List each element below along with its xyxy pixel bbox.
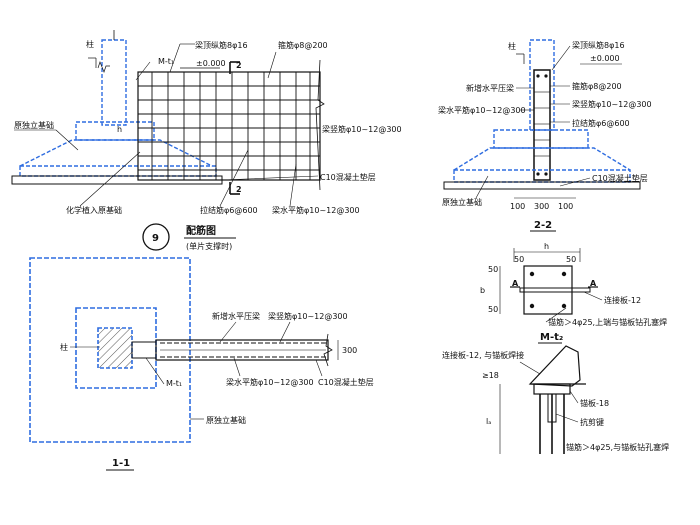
footing-slope [19,139,213,167]
elev-mt1-label: M-t₁ [158,57,174,66]
s22-horiz-rebar-label: 梁水平筋φ10~12@300 [438,105,526,115]
s11-zhu-label: 柱 [60,342,68,352]
s11-mt1-label: M-t₁ [166,379,182,388]
plate-dim-50-r: 50 [566,255,576,264]
s22-level-label: ±0.000 [590,54,620,63]
column-outline [101,39,127,126]
s22-stirrup-label: 箍筋φ8@200 [572,81,622,91]
elevation-drawing: 柱 h [11,30,402,215]
anchor-plate [523,265,573,315]
s22-orig-footing-label: 原独立基础 [442,197,482,207]
s11-orig-footing-label: 原独立基础 [206,415,246,425]
footing-base [19,165,217,177]
s22-label: 2-2 [534,220,552,231]
beam-rebar-cage [137,59,325,191]
s11-new-beam-label: 新增水平压梁 [212,311,260,321]
anchor-dim-ge18: ≥18 [482,371,499,380]
connection-plate [519,287,591,293]
plan-beam [155,333,333,367]
elev-orig-footing-label: 原独立基础 [14,120,54,130]
anchor-rebar-label: 锚筋＞4φ25,与锚板钻孔塞焊 [566,442,669,452]
plate-dim-50-b: 50 [488,305,498,314]
plate-dim-50-t: 50 [488,265,498,274]
s22-vert-rebar-label: 梁竖筋φ10~12@300 [572,99,652,109]
shear-key [547,393,557,423]
anchor-dim-la: lₐ [486,417,491,426]
elev-vert-rebar-label: 梁竖筋φ10~12@300 [322,124,402,134]
plate-detail: h 50 50 b 50 50 A A 连接板-12 锚筋＞4φ25,上端与锚板… [480,242,667,344]
plate-mt2-label: M-t₂ [540,332,563,343]
section-1-1: 300 柱 M-t₁ 新增水平压梁 梁竖筋φ10~12@300 梁水平筋φ10~… [29,257,374,471]
s22-new-beam-label: 新增水平压梁 [466,83,514,93]
s22-c10-label: C10混凝土垫层 [592,173,648,183]
angled-connection-plate [528,345,581,387]
elev-horiz-rebar-label: 梁水平筋φ10~12@300 [272,205,360,215]
plate-dim-50-l: 50 [514,255,524,264]
s22-zhu-label: 柱 [508,41,516,51]
plate-sec-a-right: A [590,279,597,288]
anchor-conn-label: 连接板-12, 与锚板焊接 [442,350,524,360]
s22-dim-mid: 300 [534,202,549,211]
title-circle [142,223,170,251]
elev-tie-label: 拉结筋φ6@600 [200,205,258,215]
elev-level-label: ±0.000 [196,59,226,68]
s22-top-rebar-label: 梁顶纵筋8φ16 [572,40,625,50]
plate-dim-h: h [544,242,549,251]
elev-c10-label: C10混凝土垫层 [320,172,376,182]
title-subtitle: (单片支撑时) [186,241,232,251]
elev-h-label: h [117,125,122,134]
elev-chem-anchor-label: 化学植入原基础 [66,205,122,215]
elev-zhu-label: 柱 [86,39,94,49]
plan-column [97,327,133,369]
elev-top-rebar-label: 梁顶纵筋8φ16 [195,40,248,50]
anchor-detail: ≥18 lₐ 连接板-12, 与锚板焊接 锚板-18 抗剪键 锚筋＞4φ25,与… [442,345,669,454]
footing-top-tier [75,121,155,141]
section-2-2: 柱 梁顶纵筋8φ16 ±0.000 新增水平压梁 箍筋φ8@200 梁水平筋φ1… [438,39,652,232]
plate-sec-a-left: A [512,279,519,288]
elev-cut2-top: 2 [236,61,242,70]
s11-label: 1-1 [112,458,130,469]
s11-horiz-rebar-label: 梁水平筋φ10~12@300 [226,377,314,387]
plate-conn-label: 连接板-12 [604,295,641,305]
s22-dim-left: 100 [510,202,525,211]
plate-dim-b: b [480,286,485,295]
s11-c10-label: C10混凝土垫层 [318,377,374,387]
s11-dim-300: 300 [342,346,357,355]
plan-plate [131,341,157,359]
title-number: 9 [152,233,159,244]
plate-anchor-rebar-label: 锚筋＞4φ25,上端与锚板钻孔塞焊 [548,317,667,327]
s11-vert-rebar-label: 梁竖筋φ10~12@300 [268,311,348,321]
anchor-plate-label: 锚板-18 [580,398,609,408]
s22-tie-label: 拉结筋φ6@600 [572,118,630,128]
title-block: 9 配筋图 (单片支撑时) [142,223,236,251]
elev-stirrup-label: 箍筋φ8@200 [278,40,328,50]
anchor-shear-key-label: 抗剪键 [580,417,604,427]
elev-cut2-bottom: 2 [236,185,242,194]
title-text: 配筋图 [186,224,216,237]
s22-dim-right: 100 [558,202,573,211]
